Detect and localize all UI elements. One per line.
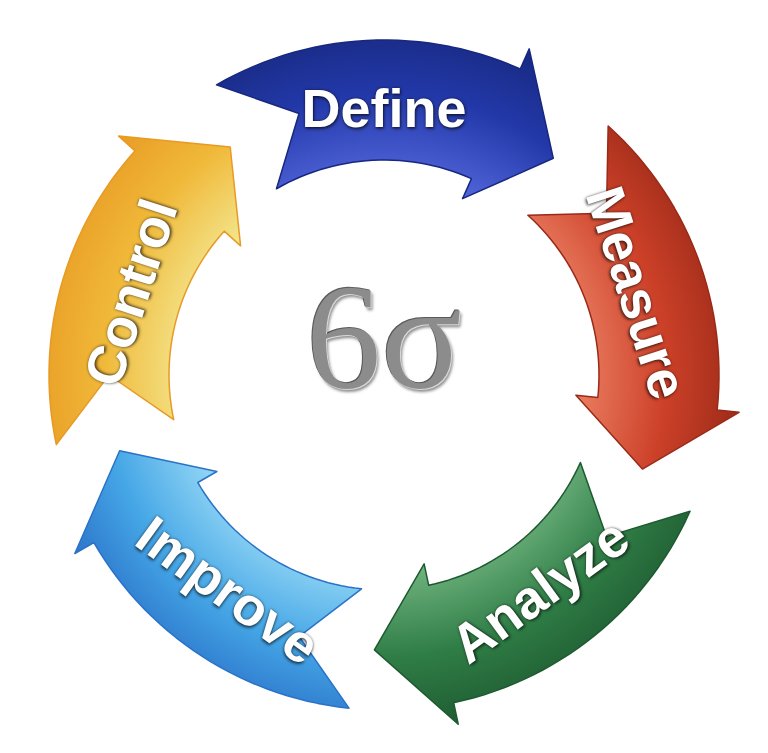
- phase-label: Define: [301, 79, 466, 138]
- cycle-arrow: Measure: [525, 124, 742, 472]
- arrow-shape: [374, 462, 690, 724]
- cycle-arrow: Control: [47, 134, 243, 447]
- center-label-box: 6σ: [306, 262, 462, 412]
- arrow-shape: [217, 40, 554, 199]
- cycle-arrow: Analyze: [372, 460, 693, 727]
- cycle-arrow: Improve: [72, 448, 364, 711]
- cycle-arrow: Define: [214, 38, 556, 201]
- arrow-shape: [49, 136, 241, 445]
- sigma-symbol: 6σ: [306, 262, 462, 412]
- arrow-shape: [75, 451, 362, 708]
- arrow-shape: [528, 126, 739, 469]
